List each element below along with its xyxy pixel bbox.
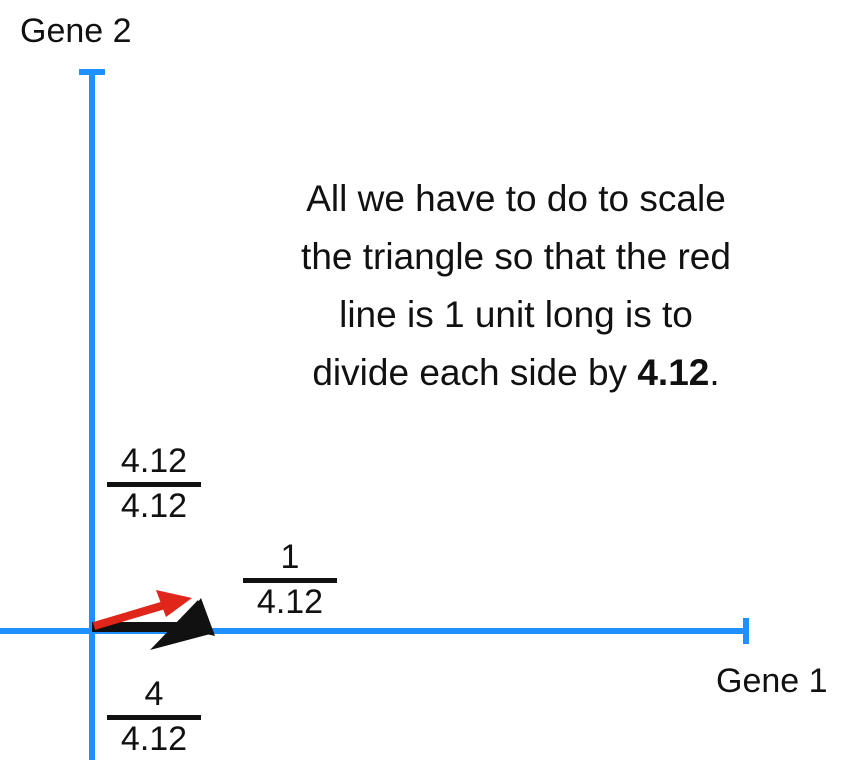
y-axis-label: Gene 2 — [20, 12, 132, 50]
x-axis-label: Gene 1 — [716, 662, 828, 700]
x-side-fraction: 4 4.12 — [107, 677, 201, 756]
fraction-denominator: 4.12 — [256, 583, 324, 621]
fraction-bar — [107, 482, 201, 487]
red-side-fraction: 4.12 4.12 — [107, 444, 201, 523]
fraction-numerator: 4 — [144, 675, 164, 713]
caption-text: All we have to do to scale the triangle … — [296, 170, 736, 402]
red-arrowhead — [156, 590, 192, 617]
caption-end: . — [709, 352, 720, 393]
caption-emphasis: 4.12 — [637, 352, 710, 393]
fraction-bar — [107, 715, 201, 720]
fraction-denominator: 4.12 — [120, 720, 188, 758]
fraction-bar — [243, 578, 337, 583]
caption-body: All we have to do to scale the triangle … — [301, 178, 731, 393]
fraction-numerator: 4.12 — [120, 442, 188, 480]
fraction-numerator: 1 — [280, 538, 300, 576]
red-vector — [92, 600, 170, 630]
black-y-arrowhead — [179, 598, 215, 636]
y-side-fraction: 1 4.12 — [243, 540, 337, 619]
fraction-denominator: 4.12 — [120, 487, 188, 525]
